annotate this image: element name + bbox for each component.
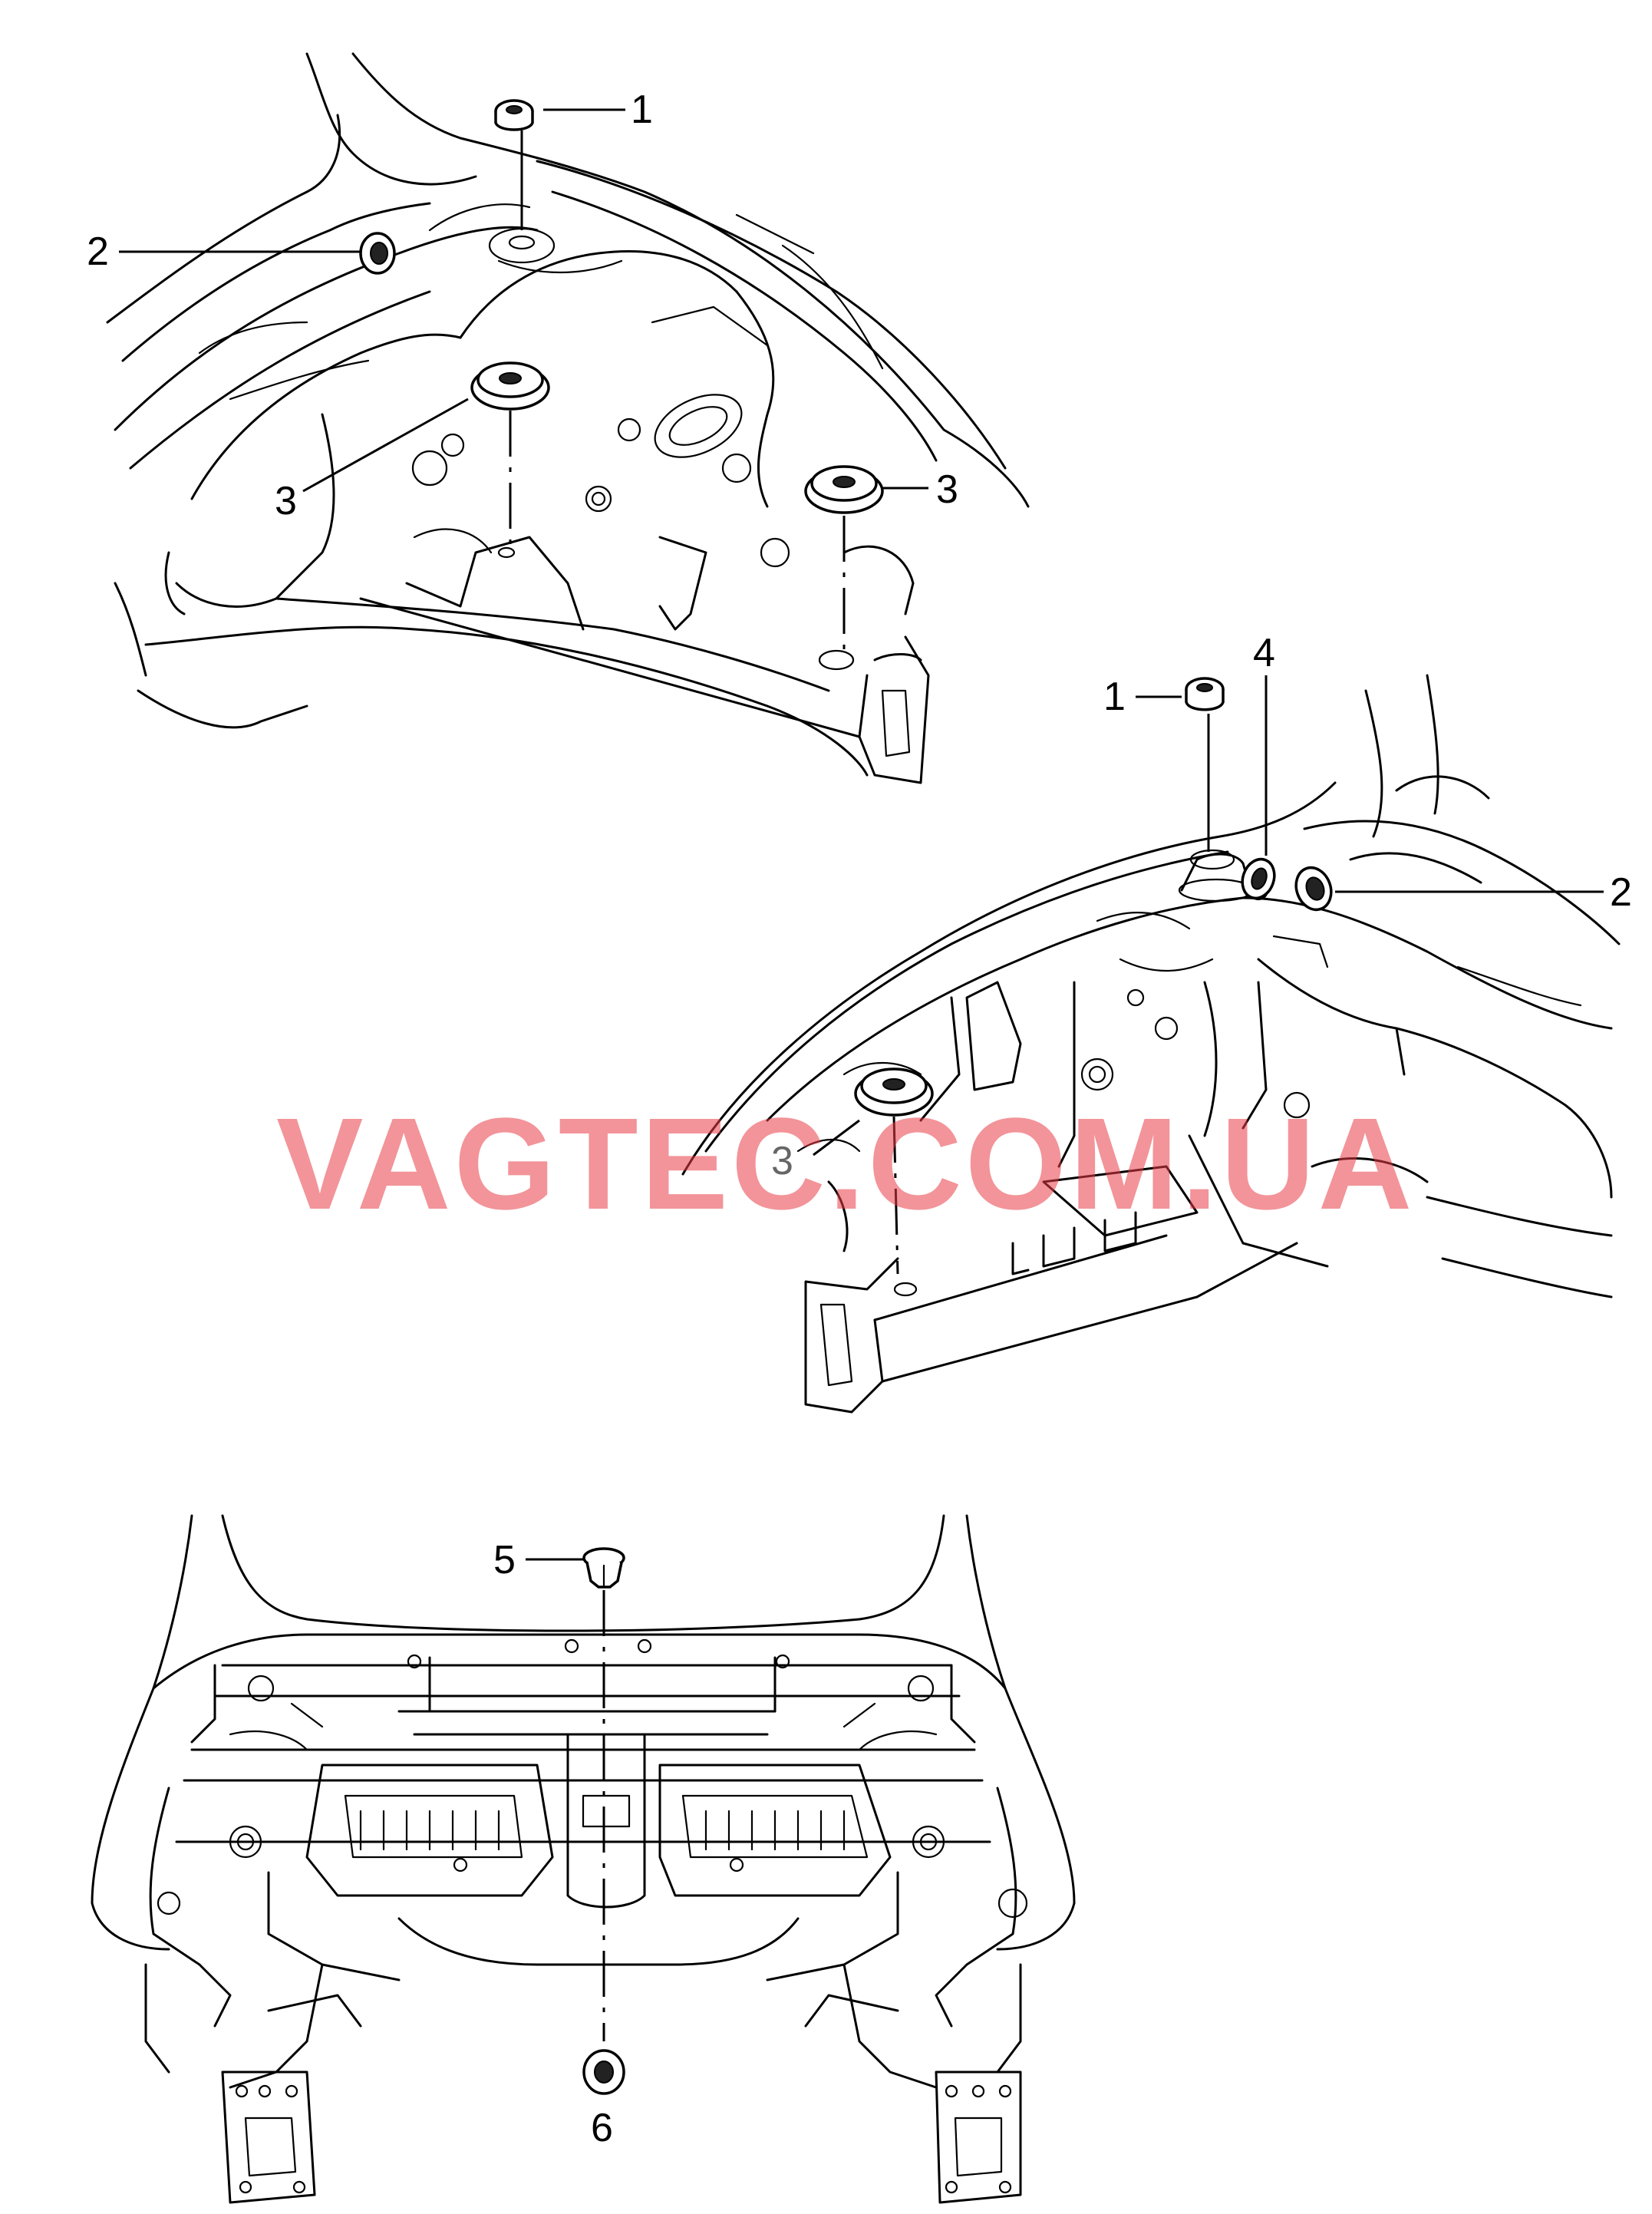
part-3-strut-mount-right [804, 465, 884, 514]
part-2-grommet [359, 232, 396, 275]
part-3-strut-mount-left [470, 361, 550, 411]
watermark-text: VAGTEC.COM.UA [276, 1091, 1415, 1237]
part-6-grommet [582, 2049, 625, 2095]
callout-top-3a: 3 [275, 479, 297, 523]
callout-middle-1: 1 [1103, 675, 1126, 719]
part-5-clip [582, 1547, 625, 1589]
callout-bottom-6: 6 [591, 2106, 613, 2150]
part-3-strut-mount-middle [854, 1067, 934, 1117]
bottom-view-parts: 5 6 [493, 1538, 625, 2150]
callout-middle-2: 2 [1610, 870, 1632, 915]
callout-bottom-5: 5 [493, 1538, 516, 1582]
bracket-left [221, 2070, 316, 2204]
part-4-grommet [1241, 857, 1276, 900]
top-body-view [106, 52, 1030, 784]
callout-middle-4: 4 [1253, 631, 1275, 675]
part-2-grommet-right [1294, 866, 1333, 912]
part-1-bump-stop [494, 99, 534, 131]
top-view-parts: 1 2 3 3 [87, 87, 958, 656]
callout-top-3b: 3 [936, 467, 958, 512]
callout-top-1: 1 [631, 87, 653, 132]
middle-view-parts: 1 4 2 3 [771, 631, 1632, 1275]
callout-middle-3: 3 [771, 1139, 793, 1183]
bottom-body-view [91, 1514, 1076, 2204]
part-1-bump-stop-right [1185, 677, 1225, 711]
callout-top-2: 2 [87, 229, 109, 274]
middle-body-view [681, 674, 1621, 1414]
bracket-right [935, 2070, 1022, 2204]
